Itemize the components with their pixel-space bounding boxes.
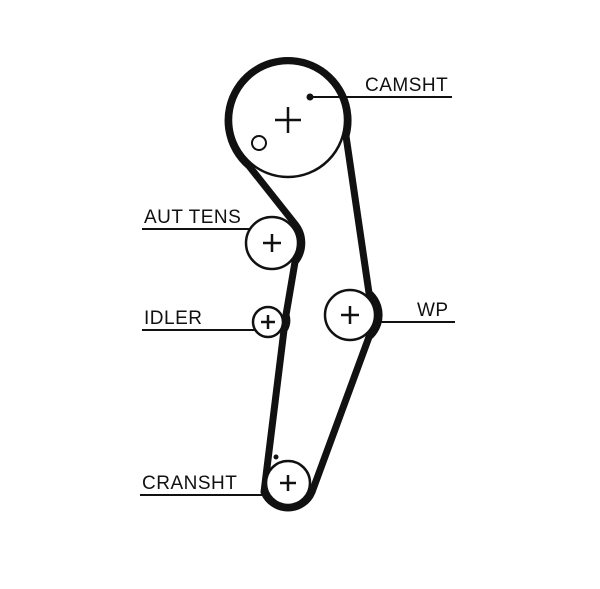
water-pump-label-text: WP [417, 300, 449, 321]
label-idler: IDLER [142, 308, 255, 331]
tensioner-pulley [244, 215, 300, 271]
idler-pulley [251, 305, 285, 339]
camshaft-label-text: CAMSHT [365, 75, 448, 96]
label-crankshaft: CRANSHT [140, 473, 268, 496]
camshaft-pulley [229, 61, 347, 179]
water-pump-pulley [323, 288, 377, 342]
belt-path [224, 56, 383, 512]
crankshaft-timing-dot [273, 454, 279, 460]
crankshaft-label-text: CRANSHT [142, 473, 237, 494]
tensioner-label-text: AUT TENS [144, 207, 241, 228]
crankshaft-pulley [264, 454, 312, 507]
camshaft-pin-hole [251, 135, 267, 151]
idler-label-text: IDLER [144, 308, 202, 329]
label-tensioner: AUT TENS [142, 207, 250, 230]
label-camshaft: CAMSHT [306, 75, 452, 101]
label-water-pump: WP [377, 300, 455, 323]
